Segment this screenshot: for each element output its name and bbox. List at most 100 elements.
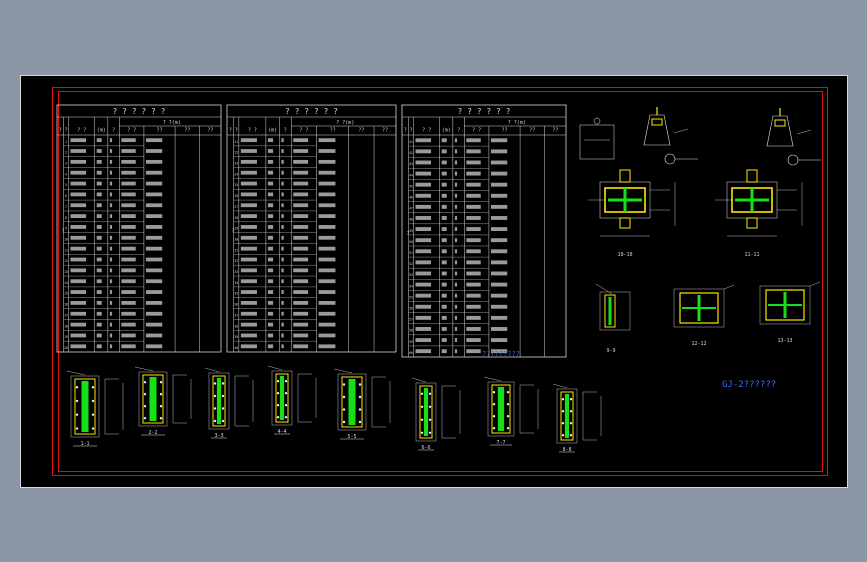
- section-rebar-dot: [420, 418, 424, 421]
- table-row-number: 24: [234, 172, 238, 176]
- table-cell-value: [145, 246, 163, 251]
- beam-hoop: [673, 288, 725, 328]
- section-rebar-dot: [358, 395, 362, 399]
- table-cell-value: [415, 171, 432, 176]
- section-rebar-outline: [212, 375, 226, 427]
- table-cell-value: [121, 301, 136, 305]
- table-cell-value: [454, 149, 458, 154]
- table-cell-value: [466, 160, 481, 165]
- table-row-number: 43: [409, 162, 413, 166]
- table-cell-value: [490, 138, 508, 143]
- column-section: 4-4: [267, 365, 317, 435]
- table-row-number: 48: [409, 218, 413, 222]
- table-cell-value: [145, 225, 163, 229]
- table-cell-value: [121, 322, 136, 327]
- table-cell-value: [281, 311, 284, 316]
- table-cell-value: [281, 268, 284, 273]
- section-rebar-dot: [561, 422, 565, 425]
- joint-column-stub: [619, 169, 631, 183]
- table-cell-value: [441, 138, 447, 143]
- table-cell-value: [441, 227, 447, 232]
- section-rebar-outline: [142, 374, 164, 424]
- table-cell-value: [466, 260, 481, 265]
- table-cell-value: [70, 268, 87, 273]
- section-rebar-dot: [284, 404, 288, 407]
- table-row-number: 60: [409, 351, 413, 355]
- rebar-table-border: [401, 104, 567, 358]
- table-cell-value: [70, 235, 87, 240]
- table-cell-value: [145, 159, 163, 164]
- table-cell-value: [281, 159, 284, 164]
- table-row-number: 37: [234, 313, 238, 317]
- rebar-table-border: [226, 104, 397, 353]
- drawing-frame-inner: [58, 91, 823, 472]
- table-cell-value: [281, 149, 284, 153]
- table-cell-value: [318, 268, 336, 273]
- section-hoop: [70, 375, 100, 438]
- table-cell-value: [281, 235, 284, 240]
- table-cell-value: [70, 301, 87, 305]
- table-cell-value: [109, 170, 113, 175]
- joint-column-stub: [746, 169, 758, 183]
- section-rebar-outline: [491, 384, 511, 434]
- table-cell-value: [466, 216, 481, 220]
- table-cell-value: [96, 246, 102, 251]
- section-rebar-dot: [159, 417, 163, 420]
- section-leader-line: [333, 368, 353, 374]
- table-title: ? ? ? ? ? ?: [458, 107, 511, 116]
- section-rebar-dot: [506, 427, 510, 430]
- plan-title: GJ-2??????: [722, 380, 777, 390]
- table-cell-value: [454, 271, 458, 276]
- table-cell-value: [415, 338, 432, 343]
- section-rebar-dot: [91, 427, 95, 430]
- beam-leader-line: [723, 284, 735, 290]
- table-cell-value: [109, 192, 113, 197]
- table-row-number: 41: [409, 140, 413, 144]
- table-cell-value: [96, 192, 102, 197]
- table-row-number: 42: [409, 151, 413, 155]
- section-rebar-dot: [492, 403, 496, 406]
- table-cell-value: [109, 214, 113, 219]
- section-rebar-dot: [75, 427, 79, 430]
- table-cell-value: [121, 311, 136, 316]
- table-cell-value: [121, 279, 136, 284]
- table-cell-value: [96, 149, 102, 153]
- table-cell-value: [490, 349, 508, 354]
- table-cell-value: [70, 159, 87, 164]
- table-cell-value: [121, 290, 136, 294]
- section-rebar-dot: [428, 405, 432, 408]
- table-cell-value: [415, 282, 432, 287]
- table-cell-value: [240, 159, 257, 164]
- table-cell-value: [466, 193, 481, 198]
- table-cell-value: [281, 333, 284, 338]
- table-row-number: 51: [409, 251, 413, 255]
- joint-column-stub: [619, 217, 631, 229]
- table-cell-value: [267, 333, 274, 338]
- section-rebar-outline: [604, 294, 616, 328]
- table-cell-value: [121, 235, 136, 240]
- table-cell-value: [96, 257, 102, 262]
- table-cell-value: [96, 301, 102, 305]
- table-cell-value: [267, 344, 274, 349]
- table-row-number: 59: [409, 340, 413, 344]
- table-row-number: 5: [65, 183, 67, 187]
- table-cell-value: [281, 279, 284, 284]
- section-rebar-dot: [143, 381, 147, 384]
- section-leader-line: [552, 383, 568, 389]
- table-header-cell: ??: [207, 127, 213, 133]
- table-row-number: 33: [234, 270, 238, 274]
- table-cell-value: [454, 238, 458, 243]
- table-header-cell: ?: [59, 127, 62, 133]
- section-rebar-dot: [561, 398, 565, 401]
- section-rebar-dot: [276, 404, 280, 407]
- table-row-number: 6: [65, 194, 67, 198]
- table-cell-value: [70, 203, 87, 208]
- table-cell-value: [490, 260, 508, 265]
- table-cell-value: [454, 171, 458, 176]
- section-rebar-dot: [276, 416, 280, 419]
- section-hoop: [415, 382, 437, 442]
- section-hoop: [337, 373, 367, 431]
- section-rebar-dot: [492, 427, 496, 430]
- rebar-table-border: [56, 104, 222, 353]
